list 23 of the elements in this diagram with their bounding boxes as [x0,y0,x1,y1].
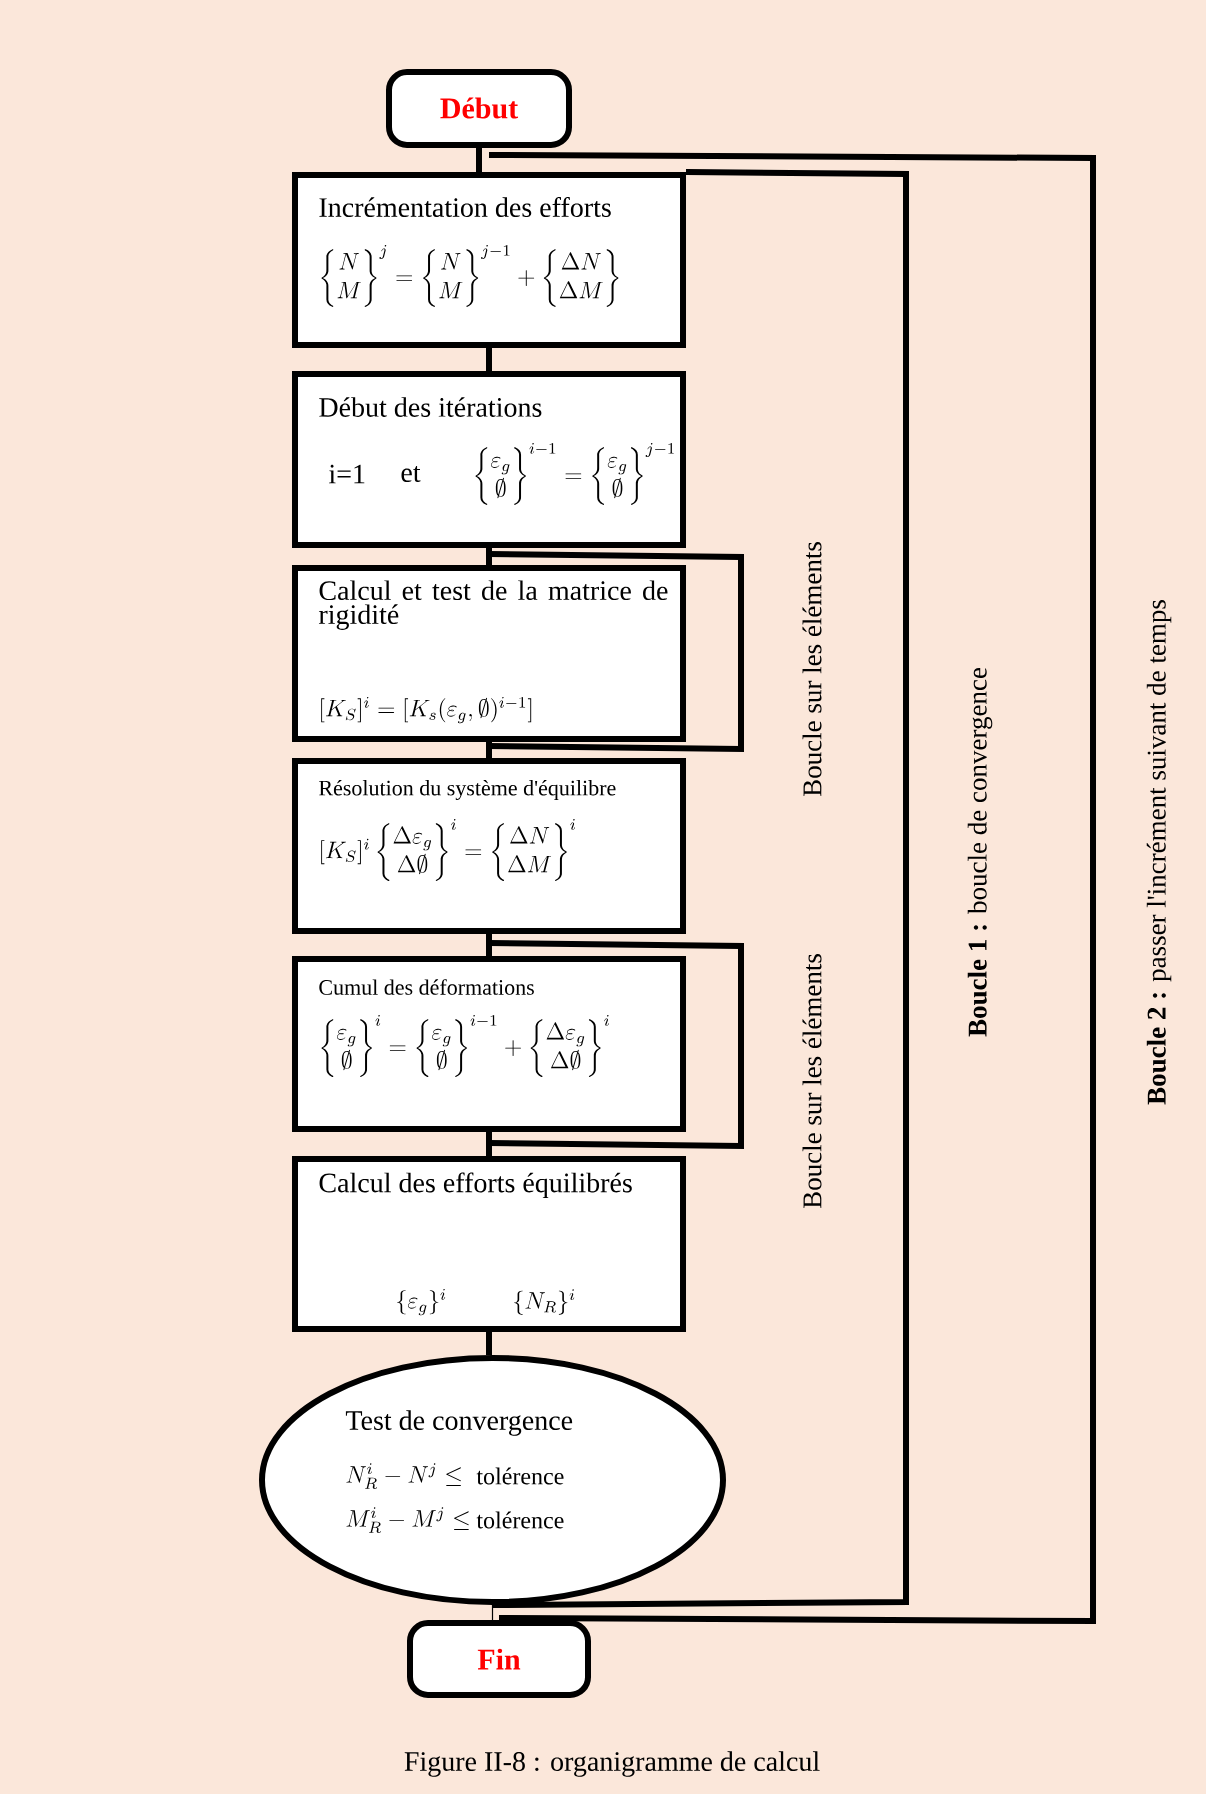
loop-label: Boucle 1 : boucle de convergence [967,668,993,1037]
loop-label: Boucle sur les éléments [802,954,822,1209]
loop-label: Boucle 2 : passer l'incrément suivant de temps [1146,600,1172,1105]
connector-line [486,1132,492,1156]
terminal-box: Fin [407,1620,591,1698]
figure-caption: Figure II-8 : organigramme de calcul [404,1751,820,1777]
connector-line [491,1604,494,1621]
process-box: Calcul des efforts équilibrés $\{\varepsilon_g\}^{i}$ $\{N_R\}^{i}$ [292,1156,686,1332]
connector-line [486,742,492,758]
connector-line [486,348,492,371]
process-box: Calcul et test de la matrice de rigidité $[K_S]^{i}=[K_s(\varepsilon_g,\emptyset)^{i-1}]$ [292,565,686,742]
process-box: Incrémentation des efforts $\begin{Bmatrix}N\\M\end{Bmatrix}^{j}=\begin{Bmatrix}N\\M\end{Bmatrix}^{j-1}+\begin{Bmatrix}\Delta N\\\Delta M\end{Bmatrix}$ [292,172,686,348]
connector-line [492,169,909,1608]
connector-line [476,148,482,172]
process-box: Cumul des déformations $\begin{Bmatrix}\varepsilon_g\\\emptyset\end{Bmatrix}^{i}=\begin{Bmatrix}\varepsilon_g\\\emptyset\end{Bmatrix}^{i-1}+\begin{Bmatrix}\Delta\varepsilon_g\\\Delta\emptyset\end{Bmatrix}^{i}$ [292,956,686,1132]
process-box: Résolution du système d'équilibre $[K_S]^{i}\begin{Bmatrix}\Delta\varepsilon_g\\\Delta\emptyset\end{Bmatrix}^{i}=\begin{Bmatrix}\Delta N\\\Delta M\end{Bmatrix}^{i}$ [292,758,686,934]
terminal-box: Début [386,69,572,148]
connector-line [486,1332,492,1355]
loop-label: Boucle sur les éléments [802,542,822,797]
connector-line [486,934,492,956]
connector-line [486,548,492,565]
connector-line [489,152,1096,1625]
process-box: Début des itérations i=1 et $\begin{Bmatrix}\varepsilon_g\\\emptyset\end{Bmatrix}^{i-1}=\begin{Bmatrix}\varepsilon_g\\\emptyset\end{Bmatrix}^{j-1}$ [292,371,686,548]
